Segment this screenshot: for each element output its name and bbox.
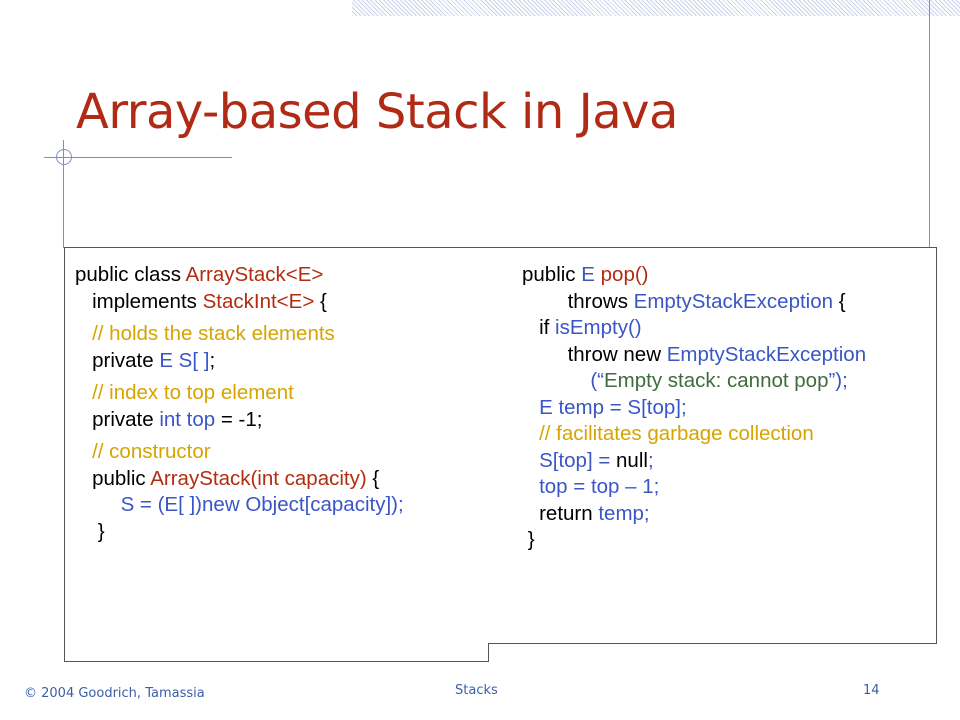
code-line: private E S[ ]; (75, 348, 404, 375)
code-token: // constructor (75, 440, 211, 463)
code-token: pop() (600, 263, 649, 286)
code-line: public E pop() (522, 262, 866, 289)
code-token: { (314, 289, 327, 313)
left-accent-line (63, 140, 64, 248)
code-token: ; (647, 448, 654, 472)
code-token: int top (159, 407, 216, 431)
code-line: implements StackInt<E> { (75, 289, 404, 316)
code-token: Empty stack: cannot pop (604, 369, 829, 392)
code-line: } (522, 527, 866, 554)
code-token: temp; (598, 501, 650, 525)
code-token: return (522, 501, 599, 525)
code-line: // holds the stack elements (75, 321, 404, 348)
code-line: top = top – 1; (522, 474, 866, 501)
code-token: S[top] = (522, 448, 617, 472)
code-line: } (75, 519, 404, 546)
code-line: // facilitates garbage collection (522, 421, 866, 448)
code-token: // facilitates garbage collection (522, 422, 814, 445)
code-token: (“ (522, 369, 604, 392)
code-token: } (75, 519, 105, 543)
code-line: throw new EmptyStackException (522, 342, 867, 369)
code-line: (“Empty stack: cannot pop”); (522, 368, 866, 395)
code-token: S = (E[ ])new Object[capacity]); (75, 493, 404, 516)
footer-section: Stacks (455, 683, 498, 698)
code-line: // index to top element (75, 380, 404, 407)
code-token: public (522, 263, 582, 286)
code-token: public class (75, 263, 186, 286)
code-line: return temp; (522, 501, 866, 528)
code-token: ArrayStack(int capacity) (150, 466, 367, 490)
code-token: null (616, 448, 648, 472)
footer-page-number: 14 (863, 683, 880, 698)
code-token: E temp = S[top]; (522, 395, 687, 419)
code-token: { (366, 466, 380, 490)
right-accent-line (929, 0, 930, 248)
code-line: if isEmpty() (522, 315, 866, 342)
code-token: EmptyStackException (633, 289, 834, 313)
code-box-left (64, 247, 489, 662)
code-line: S[top] = null; (522, 448, 866, 475)
code-token: public (75, 466, 151, 490)
code-line: public class ArrayStack<E> (75, 262, 404, 289)
code-line: S = (E[ ])new Object[capacity]); (75, 492, 404, 519)
code-line: // constructor (75, 439, 404, 466)
code-token: // index to top element (75, 381, 294, 404)
code-token: isEmpty() (555, 316, 642, 339)
slide-title: Array-based Stack in Java (76, 84, 678, 140)
code-line: private int top = -1; (75, 407, 404, 434)
code-token: ArrayStack<E> (185, 263, 324, 286)
footer-copyright: © 2004 Goodrich, Tamassia (24, 686, 205, 701)
bullet-circle-ornament (56, 149, 72, 165)
code-token: implements (75, 289, 203, 313)
code-token: { (833, 289, 846, 313)
code-box-right (488, 247, 937, 644)
left-code-listing: public class ArrayStack<E> implements St… (75, 262, 404, 545)
code-token: throws (522, 289, 634, 313)
code-token: if (522, 316, 556, 339)
code-token: ; (209, 348, 216, 372)
code-token: EmptyStackException (666, 342, 867, 366)
title-underline (44, 157, 232, 158)
code-token: top = top – 1; (522, 475, 660, 498)
code-token: = -1; (215, 407, 263, 431)
code-token: StackInt<E> (202, 289, 315, 313)
code-token: ”); (828, 369, 848, 392)
code-line: throws EmptyStackException { (522, 289, 866, 316)
code-token: E (581, 263, 601, 286)
code-token: // holds the stack elements (75, 322, 335, 345)
code-line: public ArrayStack(int capacity) { (75, 466, 404, 493)
header-hatch-band (352, 0, 960, 16)
right-code-listing: public E pop() throws EmptyStackExceptio… (522, 262, 866, 554)
code-token: E S[ ] (159, 348, 210, 372)
code-token: private (75, 348, 160, 372)
code-token: } (522, 528, 535, 551)
code-token: throw new (522, 342, 667, 366)
code-token: private (75, 407, 160, 431)
code-line: E temp = S[top]; (522, 395, 866, 422)
